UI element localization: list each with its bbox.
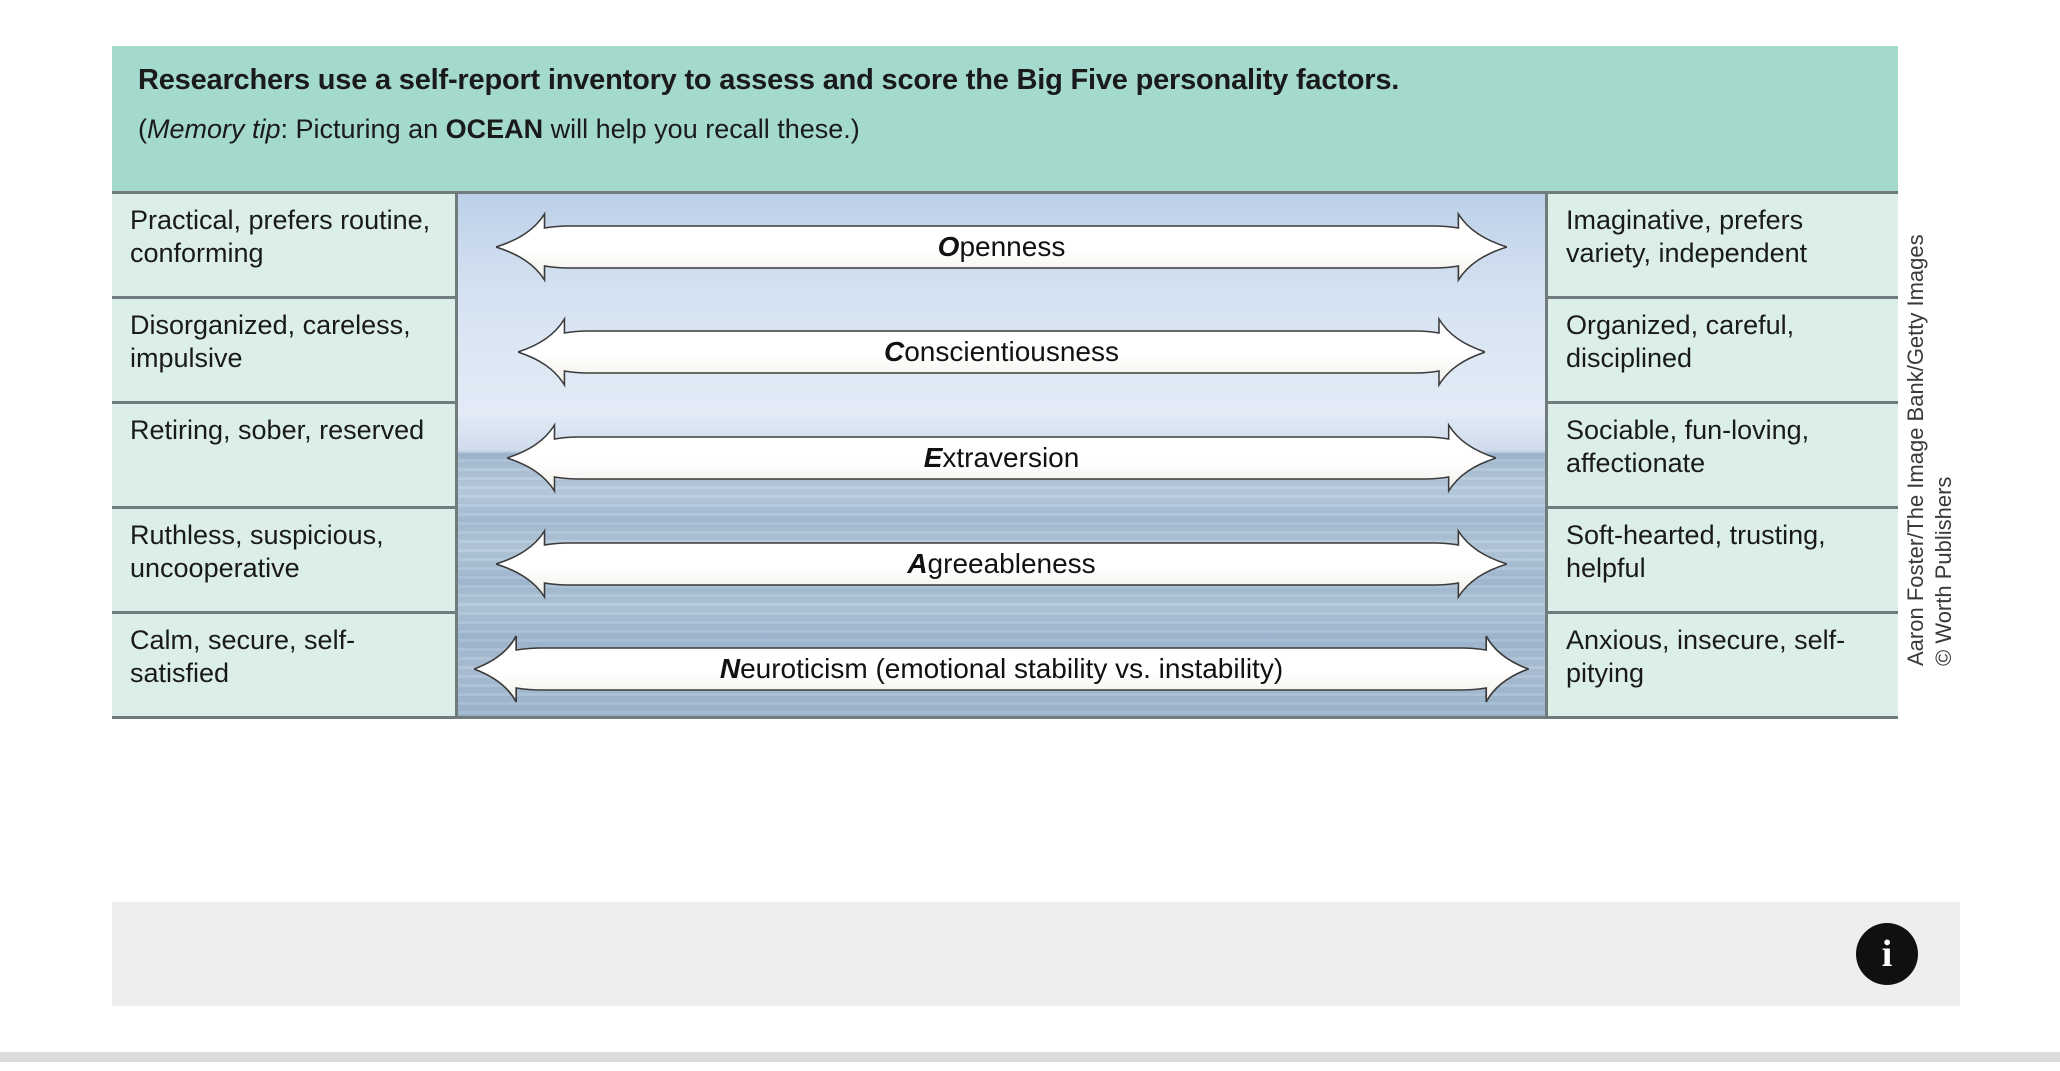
double-arrow-agreeableness: Agreeableness <box>496 527 1507 601</box>
right-cell-openness: Imaginative, prefers variety, independen… <box>1548 194 1898 299</box>
right-cell-extraversion: Sociable, fun-loving, affectionate <box>1548 404 1898 509</box>
double-arrow-icon <box>517 316 1486 389</box>
photo-credit-source: Aaron Foster/The Image Bank/Getty Images <box>1903 234 1928 666</box>
memory-tip-mid: : Picturing an <box>280 113 446 144</box>
left-cell-conscientiousness: Disorganized, careless, impulsive <box>112 299 455 404</box>
photo-credit-copyright: © Worth Publishers <box>1931 476 1956 666</box>
double-arrow-conscientiousness: Conscientiousness <box>517 315 1486 389</box>
left-descriptor-column: Practical, prefers routine, conforming D… <box>112 191 455 719</box>
arrow-row-agreeableness: Agreeableness <box>458 511 1545 617</box>
arrow-row-neuroticism: Neuroticism (emotional stability vs. ins… <box>458 616 1545 716</box>
arrow-row-openness: Openness <box>458 194 1545 300</box>
right-cell-agreeableness: Soft-hearted, trusting, helpful <box>1548 509 1898 614</box>
double-arrow-neuroticism: Neuroticism (emotional stability vs. ins… <box>474 632 1529 706</box>
right-cell-neuroticism: Anxious, insecure, self-pitying <box>1548 614 1898 719</box>
arrow-row-extraversion: Extraversion <box>458 405 1545 511</box>
double-arrow-icon <box>506 422 1497 494</box>
double-arrow-icon <box>496 211 1507 283</box>
info-icon[interactable]: i <box>1856 923 1918 985</box>
memory-tip-open-paren: ( <box>138 113 147 144</box>
right-descriptor-column: Imaginative, prefers variety, independen… <box>1548 191 1898 719</box>
right-cell-conscientiousness: Organized, careful, disciplined <box>1548 299 1898 404</box>
double-arrow-icon <box>474 635 1529 703</box>
memory-tip-italic: Memory tip <box>147 113 281 144</box>
memory-tip-suffix: will help you recall these.) <box>543 113 860 144</box>
double-arrow-icon <box>496 527 1507 600</box>
left-cell-neuroticism: Calm, secure, self-satisfied <box>112 614 455 719</box>
figure-header: Researchers use a self-report inventory … <box>112 46 1898 191</box>
left-cell-extraversion: Retiring, sober, reserved <box>112 404 455 509</box>
arrow-row-conscientiousness: Conscientiousness <box>458 300 1545 406</box>
double-arrow-openness: Openness <box>496 210 1507 284</box>
ocean-arrow-panel: Openness Conscientiousness Ext <box>455 191 1548 719</box>
left-cell-agreeableness: Ruthless, suspicious, uncooperative <box>112 509 455 614</box>
photo-credit: Aaron Foster/The Image Bank/Getty Images… <box>1901 46 1963 666</box>
memory-tip-line: (Memory tip: Picturing an OCEAN will hel… <box>138 113 1872 145</box>
figure-body: Practical, prefers routine, conforming D… <box>112 191 1898 719</box>
left-cell-openness: Practical, prefers routine, conforming <box>112 194 455 299</box>
page-title: Researchers use a self-report inventory … <box>138 64 1400 96</box>
figure-footer-strip: i <box>112 902 1960 1006</box>
double-arrow-extraversion: Extraversion <box>506 421 1497 495</box>
page-divider <box>0 1052 2060 1062</box>
ocean-mnemonic: OCEAN <box>445 113 544 144</box>
big-five-figure: Researchers use a self-report inventory … <box>112 46 1898 863</box>
